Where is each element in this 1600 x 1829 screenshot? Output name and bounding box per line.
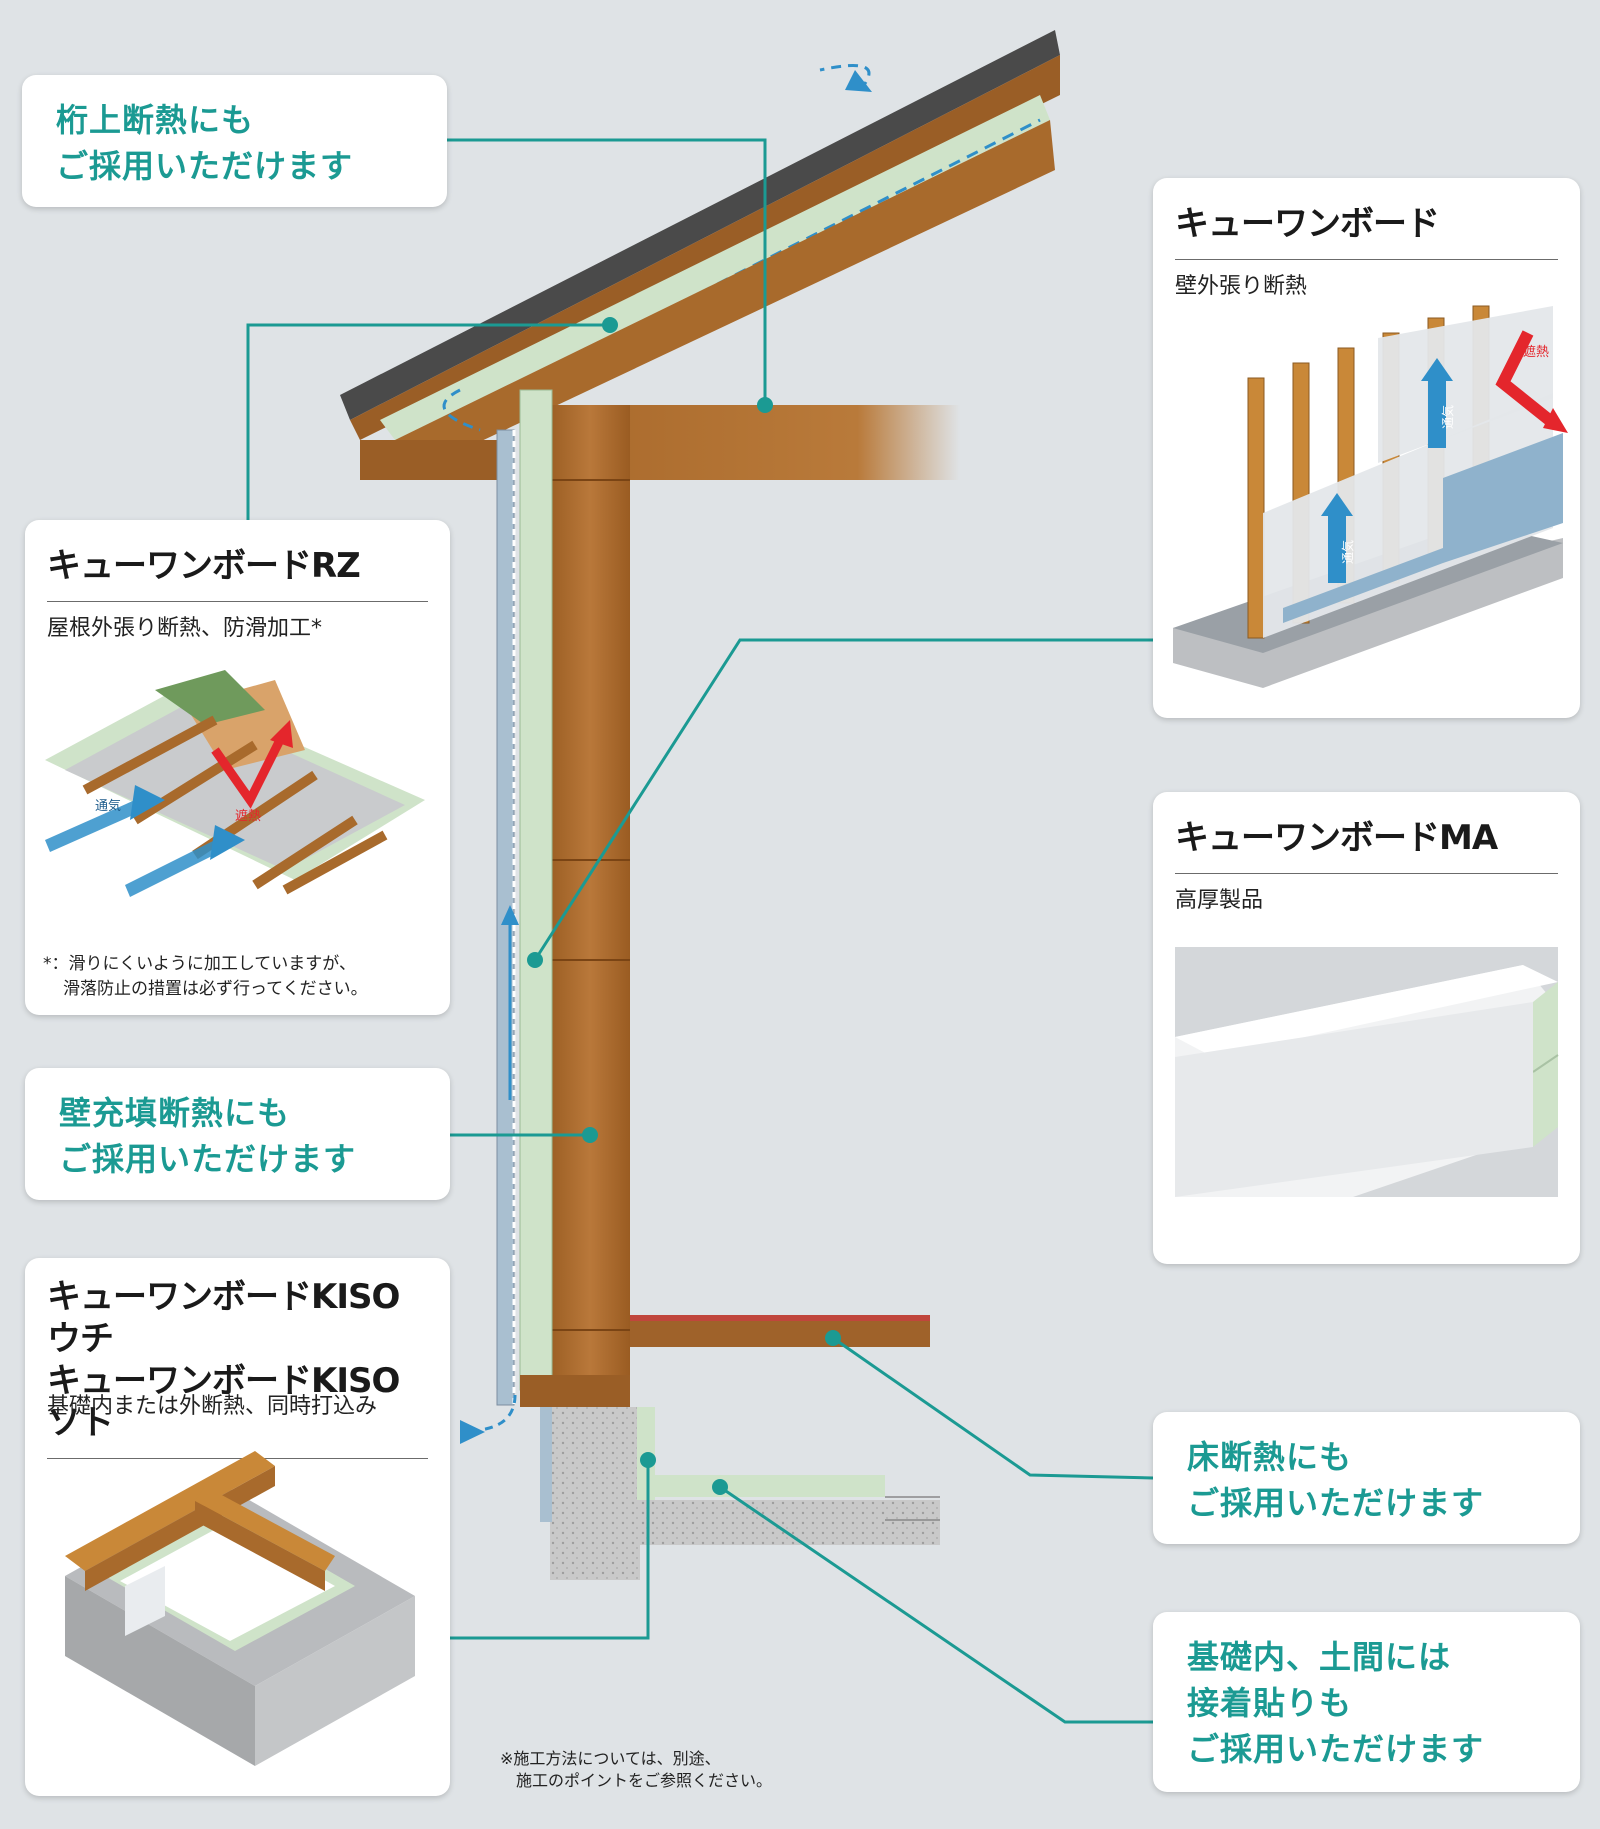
product-title: キューワンボードMA	[1175, 810, 1558, 874]
callout-foundation-adhesive: 基礎内、土間には 接着貼りも ご採用いただけます	[1153, 1612, 1580, 1792]
product-title-block: キューワンボードKISOウチ キューワンボードKISOソト	[47, 1276, 428, 1459]
qone-label-heat-shield: 遮熱	[1523, 344, 1549, 360]
product-card-rz: キューワンボードRZ 屋根外張り断熱、防滑加工* 通気 遮熱 *：滑りにくいよう…	[25, 520, 450, 1015]
product-title: キューワンボードRZ	[47, 538, 428, 602]
product-description: 壁外張り断熱	[1175, 274, 1308, 299]
ma-board-illustration	[1175, 947, 1559, 1197]
footnote-line: ※施工方法については、別途、	[500, 1749, 721, 1768]
qone-label-ventilation-upper: 通気	[1440, 405, 1455, 429]
product-title: キューワンボード	[1175, 196, 1558, 260]
product-card-qone: キューワンボード 壁外張り断熱 通気 通気 遮熱	[1153, 178, 1580, 718]
product-card-ma: キューワンボードMA 高厚製品	[1153, 792, 1580, 1264]
callout-line: ご採用いただけます	[59, 1140, 357, 1178]
callout-line: ご採用いただけます	[1187, 1730, 1485, 1768]
rz-roof-illustration: 通気 遮熱	[45, 670, 425, 897]
rz-label-heat-shield: 遮熱	[235, 808, 261, 824]
callout-line: ご採用いただけます	[56, 147, 354, 185]
roof-section	[340, 30, 1060, 480]
callout-floor-insulation: 床断熱にも ご採用いただけます	[1153, 1412, 1580, 1544]
callout-line: 床断熱にも	[1187, 1438, 1353, 1476]
product-note: *：滑りにくいように加工していますが、 滑落防止の措置は必ず行ってください。	[43, 952, 368, 1002]
qone-wall-illustration: 通気 通気 遮熱	[1173, 305, 1568, 688]
connector-lines	[246, 138, 1154, 1724]
kiso-foundation-illustration	[65, 1451, 415, 1766]
product-description: 屋根外張り断熱、防滑加工*	[47, 616, 323, 641]
product-description: 基礎内または外断熱、同時打込み	[47, 1394, 378, 1419]
product-description: 高厚製品	[1175, 888, 1264, 913]
callout-wall-fill-insulation: 壁充填断熱にも ご採用いただけます	[25, 1068, 450, 1200]
footnote-line: 施工のポイントをご参照ください。	[516, 1771, 773, 1790]
note-line: *：滑りにくいように加工していますが、	[43, 954, 356, 974]
callout-line: 桁上断熱にも	[56, 101, 255, 139]
footnote: ※施工方法については、別途、 施工のポイントをご参照ください。	[500, 1748, 772, 1792]
callout-line: ご採用いただけます	[1187, 1484, 1485, 1522]
callout-line: 壁充填断熱にも	[59, 1094, 291, 1132]
qone-label-ventilation: 通気	[1340, 540, 1355, 564]
wall-insulation	[519, 389, 553, 1391]
callout-line: 接着貼りも	[1187, 1684, 1353, 1722]
product-title: キューワンボードKISOウチ	[47, 1277, 400, 1359]
wall-column	[550, 405, 630, 1395]
product-card-kiso: キューワンボードKISOウチ キューワンボードKISOソト 基礎内または外断熱、…	[25, 1258, 450, 1796]
note-line: 滑落防止の措置は必ず行ってください。	[63, 979, 368, 999]
rz-label-ventilation: 通気	[95, 798, 121, 814]
callout-line: 基礎内、土間には	[1187, 1638, 1452, 1676]
callout-keta-insulation: 桁上断熱にも ご採用いただけます	[22, 75, 447, 207]
product-title: キューワンボードKISOソト	[47, 1361, 400, 1443]
